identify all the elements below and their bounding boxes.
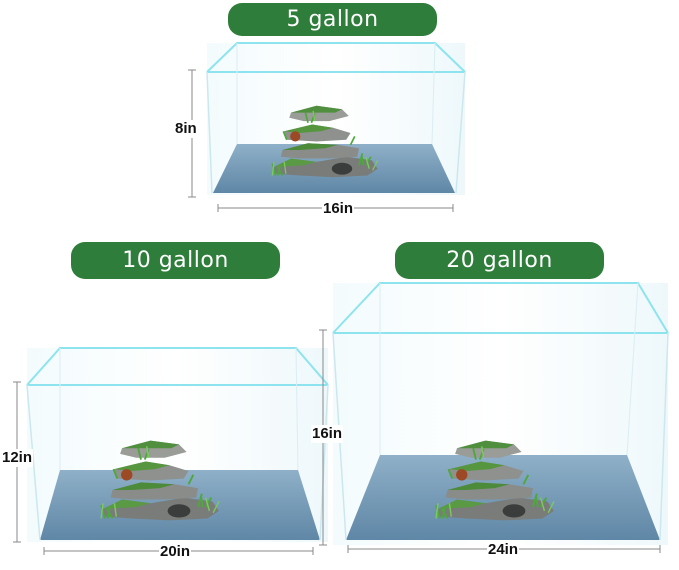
tank-5-gallon: [188, 42, 466, 212]
capacity-badge-5-gallon: 5 gallon: [228, 3, 437, 36]
width-label-5-gallon: 16in: [322, 200, 355, 218]
capacity-badge-10-gallon: 10 gallon: [71, 242, 280, 279]
width-label-10-gallon: 20in: [159, 543, 192, 561]
height-label-5-gallon: 8in: [174, 120, 198, 138]
height-label-20-gallon: 16in: [311, 425, 344, 443]
capacity-badge-20-gallon: 20 gallon: [395, 242, 604, 279]
height-label-10-gallon: 12in: [1, 449, 34, 467]
tank-10-gallon: [13, 347, 329, 555]
width-label-20-gallon: 24in: [487, 541, 520, 559]
tank-20-gallon: [319, 282, 669, 553]
